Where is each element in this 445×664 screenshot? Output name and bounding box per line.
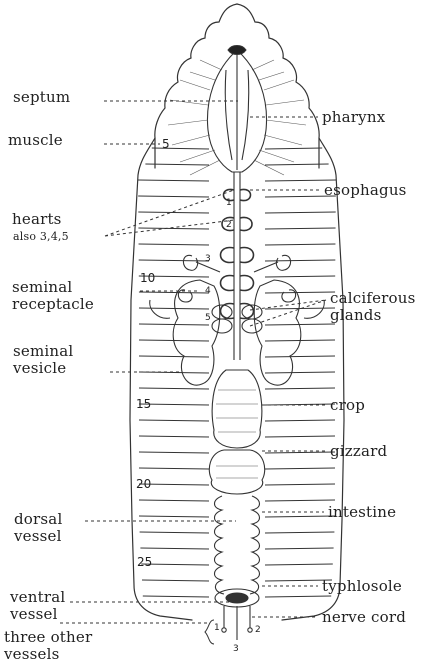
- vessel-number-3: 3: [233, 645, 239, 654]
- mouth: [228, 46, 246, 55]
- segment-line-18: [139, 436, 335, 437]
- heart-number-3: 3: [205, 255, 211, 264]
- segment-line-25: [140, 548, 333, 549]
- segment-line-24: [140, 532, 335, 533]
- heart-number-1: 1: [226, 199, 232, 208]
- label-ventral-vessel-1: ventral: [10, 590, 65, 605]
- segment-line-2: [138, 180, 336, 181]
- heart-number-5: 5: [205, 314, 211, 323]
- segment-line-3: [138, 196, 336, 197]
- vessels-bracket: [205, 620, 214, 644]
- hearts: [221, 189, 254, 318]
- vessel-number-2: 2: [255, 626, 261, 635]
- heart-number-2: 2: [226, 221, 232, 230]
- label-dorsal-vessel-2: vessel: [14, 529, 62, 544]
- label-septum: septum: [13, 90, 70, 105]
- label-seminal-vesicle-1: seminal: [13, 344, 73, 359]
- segment-line-5: [138, 228, 335, 229]
- crop: [212, 370, 262, 448]
- label-typhlosole: typhlosole: [322, 579, 402, 594]
- leader-lines: [60, 101, 326, 623]
- segment-line-26: [141, 564, 333, 565]
- segment-lines: [138, 148, 336, 597]
- segment-line-6: [139, 244, 336, 245]
- segment-line-22: [139, 500, 335, 501]
- label-crop: crop: [330, 398, 365, 413]
- segment-line-13: [139, 356, 335, 357]
- segment-line-27: [142, 580, 332, 581]
- body-outline-right: [282, 138, 344, 620]
- cut-vessels: [222, 606, 252, 640]
- seminal-vesicle-left: [173, 280, 220, 385]
- segment-number-10: 10: [140, 272, 155, 284]
- label-dorsal-vessel-1: dorsal: [14, 512, 62, 527]
- segment-line-17: [139, 420, 335, 421]
- label-seminal-receptacle-2: receptacle: [12, 297, 94, 312]
- segment-line-21: [139, 484, 335, 485]
- segment-line-4: [138, 212, 335, 213]
- label-pharynx: pharynx: [322, 110, 385, 125]
- esophagus: [234, 172, 240, 360]
- label-three-other-1: three other: [4, 630, 92, 645]
- segment-number-15: 15: [136, 398, 151, 410]
- segment-number-5: 5: [162, 138, 170, 150]
- label-intestine: intestine: [328, 505, 396, 520]
- segment-line-20: [139, 468, 335, 469]
- intestine: [215, 496, 225, 594]
- label-muscle: muscle: [8, 133, 63, 148]
- segment-number-20: 20: [136, 478, 151, 490]
- label-seminal-receptacle-1: seminal: [12, 280, 72, 295]
- segment-line-14: [139, 372, 335, 373]
- label-seminal-vesicle-2: vesicle: [13, 361, 66, 376]
- label-nerve-cord: nerve cord: [322, 610, 406, 625]
- segment-line-12: [139, 340, 335, 341]
- label-three-other-2: vessels: [4, 647, 60, 662]
- vessel-number-1: 1: [214, 624, 220, 633]
- label-gizzard: gizzard: [330, 444, 387, 459]
- seminal-receptacle-left: [183, 255, 197, 270]
- gizzard: [209, 450, 264, 494]
- segment-number-25: 25: [137, 556, 152, 568]
- segment-line-11: [139, 324, 335, 325]
- segment-line-10: [139, 308, 335, 309]
- label-hearts-note: also 3,4,5: [13, 231, 69, 242]
- segment-line-15: [139, 388, 335, 389]
- segment-line-8: [139, 276, 335, 277]
- segment-line-19: [139, 452, 335, 453]
- label-ventral-vessel-2: vessel: [10, 607, 58, 622]
- segment-line-9: [139, 292, 335, 293]
- segment-line-7: [139, 260, 336, 261]
- label-esophagus: esophagus: [324, 183, 407, 198]
- label-calciferous-1: calciferous: [330, 291, 416, 306]
- label-hearts: hearts: [12, 212, 62, 227]
- segment-line-23: [139, 516, 335, 517]
- body-outline-left: [130, 138, 192, 620]
- label-calciferous-2: glands: [330, 308, 382, 323]
- heart-number-4: 4: [205, 287, 211, 296]
- seminal-vesicle-right: [254, 280, 301, 385]
